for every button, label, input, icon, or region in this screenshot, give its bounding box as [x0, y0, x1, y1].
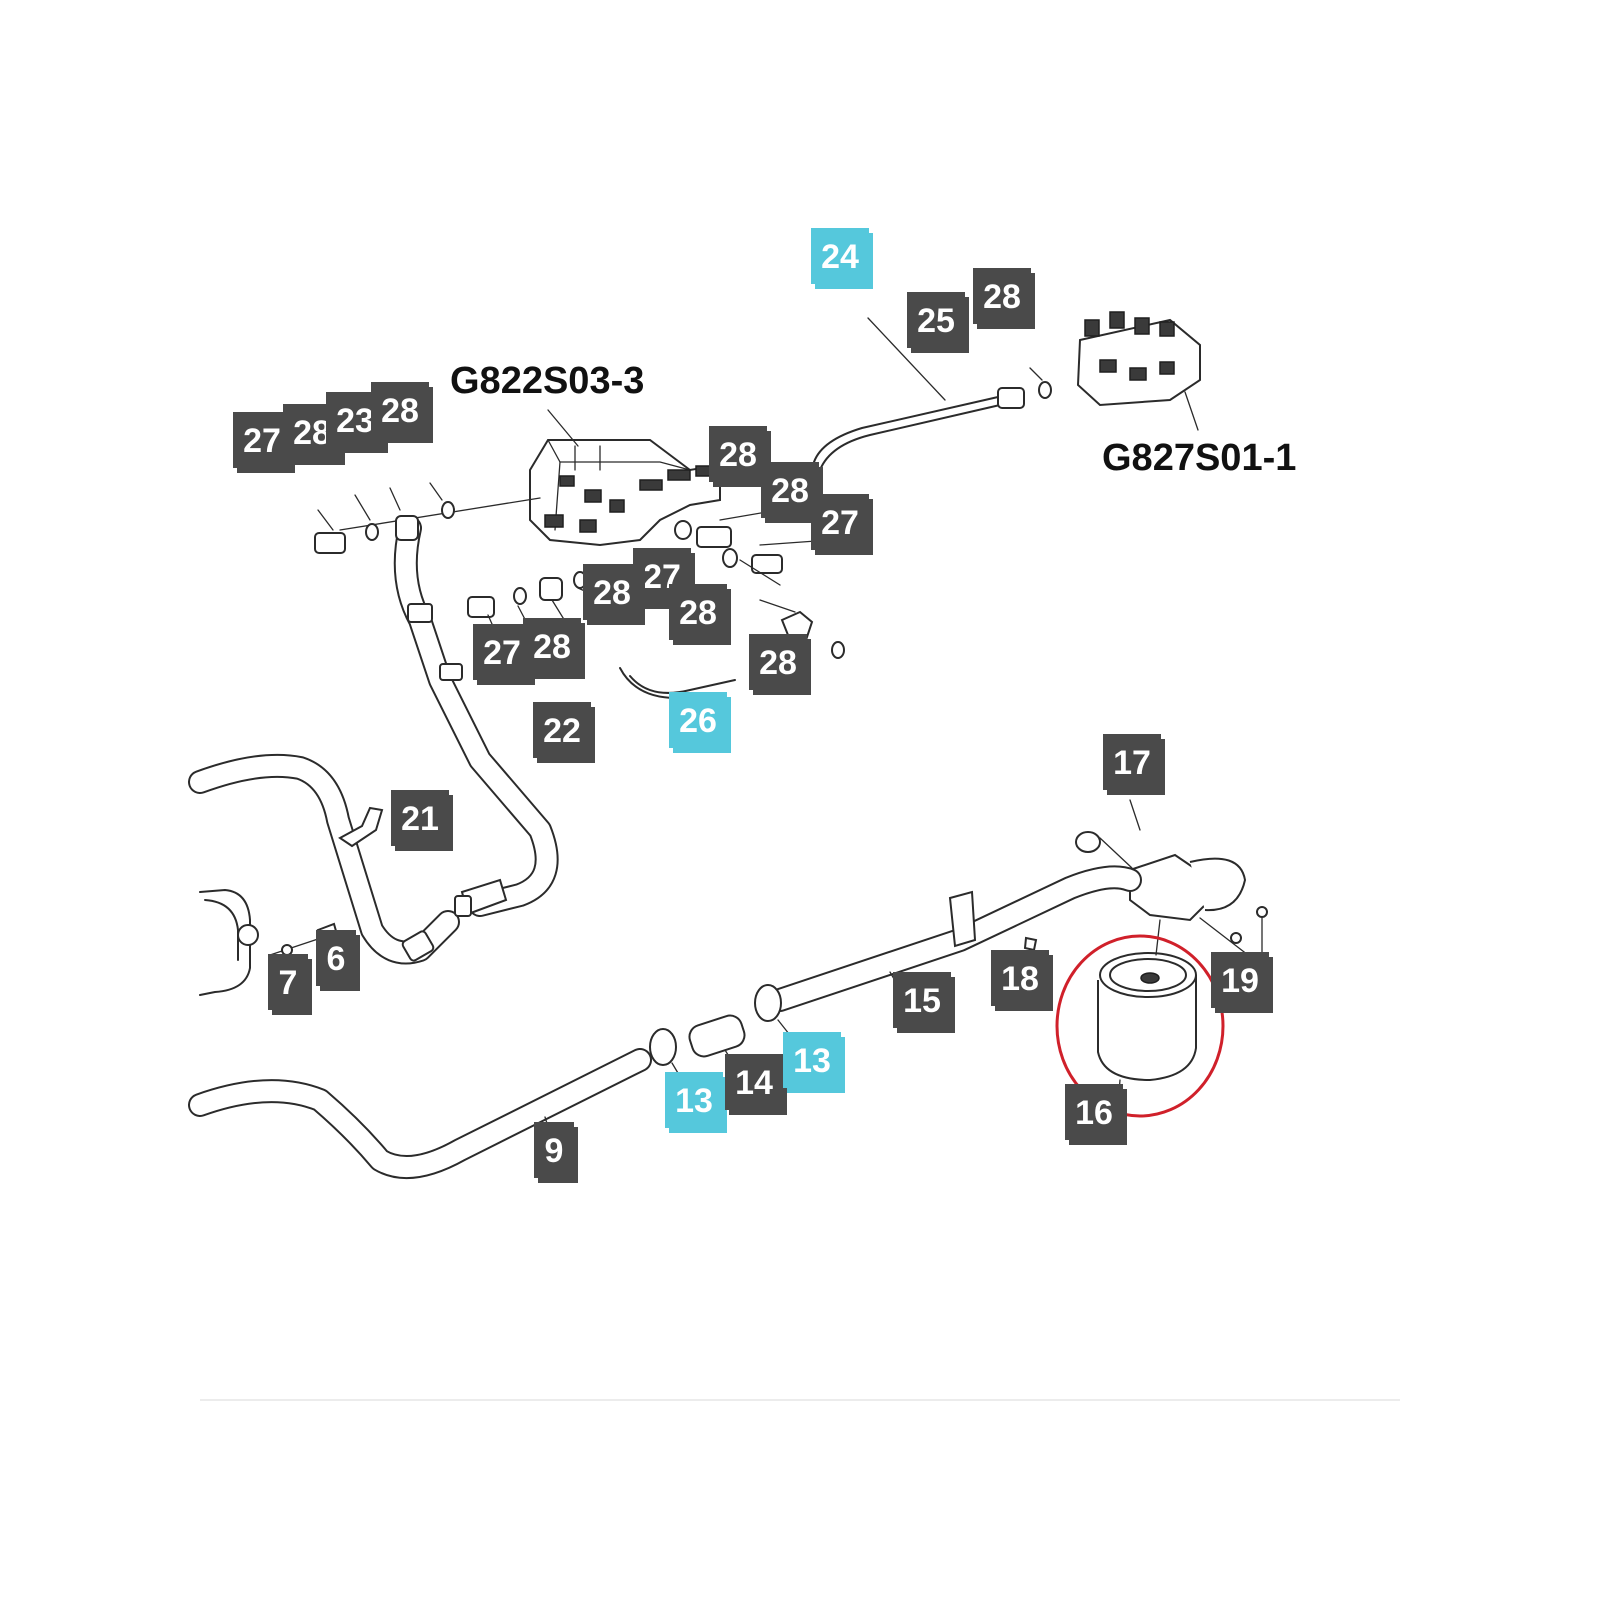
- callout-c18[interactable]: 18: [991, 950, 1053, 1011]
- clamps-and-sleeve: [649, 984, 809, 1111]
- callout-c25[interactable]: 25: [907, 292, 969, 353]
- callout-box: [669, 692, 727, 748]
- callout-box: [811, 228, 869, 284]
- callout-box: [268, 954, 308, 1010]
- callout-c28h[interactable]: 28: [523, 618, 585, 679]
- callout-number: 7: [279, 964, 298, 1002]
- callout-c14[interactable]: 14: [725, 1054, 787, 1115]
- callout-number: 15: [903, 982, 941, 1020]
- callout-c27b[interactable]: 27: [811, 494, 873, 555]
- callout-number: 13: [793, 1042, 831, 1080]
- callout-number: 28: [381, 392, 419, 430]
- callout-box: [907, 292, 965, 348]
- callout-number: 27: [243, 422, 281, 460]
- callout-c13a[interactable]: 13: [665, 1072, 727, 1133]
- callout-c28a[interactable]: 28: [973, 268, 1035, 329]
- callout-c27a[interactable]: 27: [233, 412, 295, 473]
- callout-c28i[interactable]: 28: [749, 634, 811, 695]
- callout-number: 28: [593, 574, 631, 612]
- callout-box: [725, 1054, 783, 1110]
- callout-box: [316, 930, 356, 986]
- callout-number: 28: [983, 278, 1021, 316]
- highlight-circle: [1055, 934, 1225, 1118]
- callout-number: 9: [545, 1132, 564, 1170]
- valve-block-g822s03: [529, 439, 721, 547]
- callout-box: [761, 462, 819, 518]
- callout-c28e[interactable]: 28: [761, 462, 823, 523]
- callout-c7[interactable]: 7: [268, 954, 312, 1015]
- callout-number: 26: [679, 702, 717, 740]
- callout-box: [1211, 952, 1269, 1008]
- right-fittings: [674, 507, 845, 659]
- callout-c17[interactable]: 17: [1103, 734, 1165, 795]
- callout-number: 17: [1113, 744, 1151, 782]
- callout-number: 28: [533, 628, 571, 666]
- pressure-hose-22: [393, 516, 559, 917]
- callout-number: 19: [1221, 962, 1259, 1000]
- callout-number: 28: [759, 644, 797, 682]
- tube-15: [768, 865, 1142, 1012]
- callout-number: 24: [821, 238, 859, 276]
- callout-number: 13: [675, 1082, 713, 1120]
- callout-box: [783, 1032, 841, 1088]
- callout-box: [893, 972, 951, 1028]
- steel-line-24: [813, 309, 1052, 471]
- callout-number: 6: [327, 940, 346, 978]
- valve-block-g827s01: [1076, 311, 1201, 431]
- callout-box: [811, 494, 869, 550]
- callout-number: 27: [483, 634, 521, 672]
- callout-box: [973, 268, 1031, 324]
- callout-box: [391, 790, 449, 846]
- callout-number: 16: [1075, 1094, 1113, 1132]
- ref-label-g827s01: G827S01-1: [1102, 437, 1296, 479]
- callout-c28f[interactable]: 28: [583, 564, 645, 625]
- callout-box: [533, 702, 591, 758]
- callout-box: [749, 634, 807, 690]
- callout-c15[interactable]: 15: [893, 972, 955, 1033]
- callout-box: [709, 426, 767, 482]
- callout-c22[interactable]: 22: [533, 702, 595, 763]
- callout-c16[interactable]: 16: [1065, 1084, 1127, 1145]
- callout-box: [473, 624, 531, 680]
- callout-number: 27: [821, 504, 859, 542]
- callout-box: [523, 618, 581, 674]
- callout-number: 28: [719, 436, 757, 474]
- callout-c21[interactable]: 21: [391, 790, 453, 851]
- callout-box: [371, 382, 429, 438]
- callout-number: 28: [771, 472, 809, 510]
- callout-number: 28: [293, 414, 331, 452]
- callout-box: [1103, 734, 1161, 790]
- callout-number: 28: [679, 594, 717, 632]
- callout-box: [583, 564, 641, 620]
- left-fittings: [314, 482, 541, 554]
- callout-c6[interactable]: 6: [316, 930, 360, 991]
- callout-box: [534, 1122, 574, 1178]
- callout-c28c[interactable]: 28: [371, 382, 433, 443]
- callout-c28g[interactable]: 28: [669, 584, 731, 645]
- callout-number: 25: [917, 302, 955, 340]
- callout-number: 21: [401, 800, 439, 838]
- callout-c19[interactable]: 19: [1211, 952, 1273, 1013]
- callout-number: 14: [735, 1064, 773, 1102]
- callout-box: [669, 584, 727, 640]
- filter-cartridge-16: [1097, 919, 1197, 1106]
- return-hose-21: [188, 753, 460, 965]
- callout-box: [991, 950, 1049, 1006]
- filter-head: [1023, 799, 1268, 981]
- ref-label-g822s03: G822S03-3: [450, 360, 644, 402]
- callout-c13b[interactable]: 13: [783, 1032, 845, 1093]
- callout-box: [233, 412, 291, 468]
- callout-c24[interactable]: 24: [811, 228, 873, 289]
- callout-box: [665, 1072, 723, 1128]
- callout-number: 22: [543, 712, 581, 750]
- callout-c26[interactable]: 26: [669, 692, 731, 753]
- callout-number: 23: [336, 402, 374, 440]
- callout-box: [1065, 1084, 1123, 1140]
- callout-c9[interactable]: 9: [534, 1122, 578, 1183]
- callout-number: 18: [1001, 960, 1039, 998]
